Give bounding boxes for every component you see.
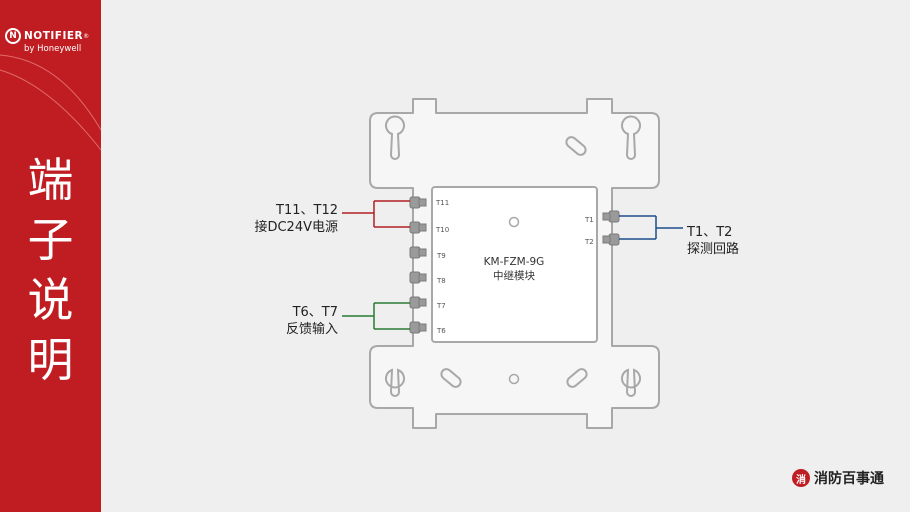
loop-annotation-line2: 探测回路 <box>687 242 740 257</box>
power-annotation-line2: 接DC24V电源 <box>254 220 338 235</box>
loop-bracket <box>619 215 683 240</box>
page-title-char: 明 <box>27 333 74 387</box>
notifier-logo-icon: N <box>5 28 21 44</box>
bottom-left-keyhole-icon <box>385 368 405 397</box>
brand-byline: by Honeywell <box>24 44 82 54</box>
page-title-char: 子 <box>27 213 74 267</box>
terminal-label: T1 <box>584 216 594 224</box>
terminal-label: T10 <box>435 226 449 234</box>
module-model: KM-FZM-9G <box>484 256 545 268</box>
terminal-label: T11 <box>435 199 449 207</box>
power-annotation-line1: T11、T12 <box>276 203 338 218</box>
page-title-char: 端 <box>27 153 74 207</box>
fire-logo-icon: 消 <box>792 469 810 487</box>
power-annotation: T11、T12 接DC24V电源 <box>254 202 338 236</box>
terminal-label: T6 <box>436 327 446 335</box>
feedback-annotation-line1: T6、T7 <box>292 305 338 320</box>
bottom-right-keyhole-icon <box>621 368 641 397</box>
page-title-char: 说 <box>27 273 74 327</box>
terminal-label: T8 <box>436 277 446 285</box>
left-terminal-block <box>409 196 427 334</box>
terminal-label: T2 <box>584 238 594 246</box>
right-terminal-block <box>602 210 620 246</box>
page-title: 端 子 说 明 <box>0 150 101 390</box>
top-right-keyhole-icon <box>621 115 641 160</box>
sidebar-decoration <box>0 54 101 151</box>
loop-annotation-line1: T1、T2 <box>687 225 733 240</box>
feedback-annotation-line2: 反馈输入 <box>285 322 338 337</box>
top-slot-icon <box>565 136 587 156</box>
bottom-left-slot-icon <box>440 368 462 388</box>
module-center-hole-icon <box>508 216 520 228</box>
bottom-center-hole-icon <box>508 373 520 385</box>
module-body <box>431 186 598 343</box>
feedback-bracket <box>342 302 410 330</box>
power-bracket <box>342 200 410 228</box>
loop-annotation: T1、T2 探测回路 <box>687 224 739 258</box>
brand-name: NOTIFIER <box>24 30 84 42</box>
footer-logo: 消 消防百事通 <box>792 468 884 488</box>
terminal-label: T9 <box>436 252 446 260</box>
footer-logo-text: 消防百事通 <box>814 471 884 487</box>
brand-reg: ® <box>83 32 90 40</box>
module-name: 中继模块 <box>493 269 535 282</box>
terminal-label: T7 <box>436 302 446 310</box>
sidebar: N NOTIFIER® by Honeywell 端 子 说 明 <box>0 0 101 512</box>
bottom-right-slot-icon <box>566 368 588 388</box>
feedback-annotation: T6、T7 反馈输入 <box>286 304 338 338</box>
top-left-keyhole-icon <box>385 115 405 160</box>
brand-logo: N NOTIFIER® by Honeywell <box>5 28 89 54</box>
